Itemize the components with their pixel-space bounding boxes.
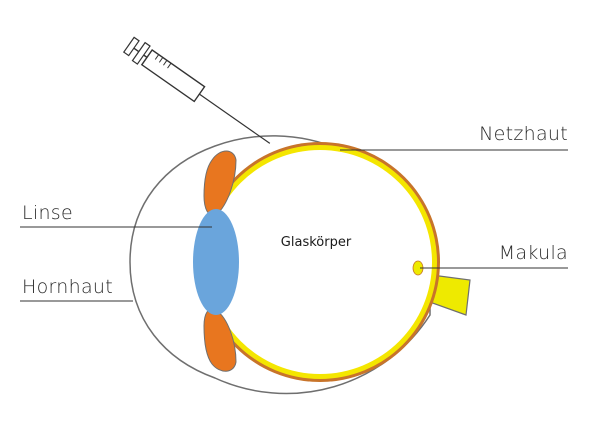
label-glaskoerper: Glaskörper — [281, 235, 352, 250]
label-hornhaut: Hornhaut — [22, 276, 113, 298]
label-makula: Makula — [499, 242, 568, 264]
label-linse: Linse — [22, 202, 73, 224]
syringe-icon — [122, 36, 271, 144]
vitreous-body — [208, 150, 432, 374]
label-netzhaut: Netzhaut — [479, 123, 568, 145]
lens — [193, 209, 239, 315]
ciliary-body-bottom — [203, 308, 237, 372]
